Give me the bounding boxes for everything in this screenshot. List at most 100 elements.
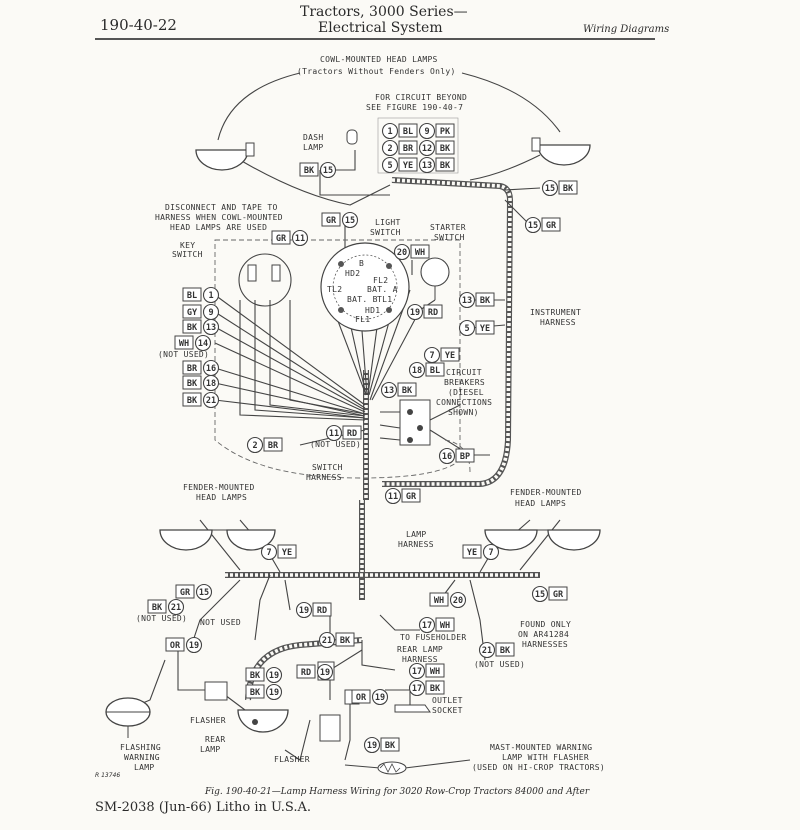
starter-switch-label-1: STARTER: [430, 223, 466, 232]
wire-color-code: BK: [430, 684, 441, 694]
flashing-lamp-label-1: FLASHING: [120, 743, 161, 752]
wire-number: 2: [387, 144, 392, 154]
wire-number: 11: [329, 429, 339, 439]
starter-switch-label-2: SWITCH: [434, 233, 465, 242]
rear-lamp-label-1: REAR: [205, 735, 225, 744]
light-switch-label-1: LIGHT: [375, 218, 401, 227]
wire-number: 19: [269, 671, 279, 681]
wire-number: 15: [528, 221, 538, 231]
wire-color-code: GR: [546, 221, 557, 231]
wire-number: 7: [488, 548, 493, 558]
rear-lamp-label-2: LAMP: [200, 745, 220, 754]
key-switch: [238, 253, 292, 307]
wire-color-code: YE: [282, 548, 292, 558]
fender-lamps-left: [159, 529, 276, 551]
wire-tag: BK 13: [182, 318, 220, 336]
wire-tag: YE7: [260, 543, 297, 561]
legend-entry: BL1: [381, 122, 418, 140]
wire-tag: GR 15: [524, 216, 561, 234]
wire-color-code: BK: [250, 688, 261, 698]
not-used-label-b: (NOT USED): [310, 440, 361, 449]
figure-caption: Fig. 190-40-21—Lamp Harness Wiring for 3…: [205, 787, 590, 797]
disconnect-label-1: DISCONNECT AND TAPE TO: [165, 203, 278, 212]
wire-number: 17: [422, 621, 432, 631]
wire-color-code: GR: [406, 492, 417, 502]
wire-color-code: BK: [187, 323, 198, 333]
wire-color-code: GR: [180, 588, 191, 598]
wire-color-code: WH: [415, 248, 425, 258]
wire-tag: RD 19: [406, 303, 443, 321]
dash-lamp-label-1: DASH: [303, 133, 323, 142]
found-only-label-3: HARNESSES: [522, 640, 568, 649]
wire-tag: YE7: [423, 346, 460, 364]
wire-color-code: RD: [428, 308, 438, 318]
not-used-label-e: NOT USED: [200, 618, 241, 627]
ls-terminal-batb: BAT. B: [347, 295, 378, 304]
wire-number: 13: [206, 323, 216, 333]
wire-number: 5: [387, 161, 392, 171]
circuit-breakers-label-1: CIRCUIT: [446, 368, 482, 377]
legend-entry: BR2: [381, 139, 418, 157]
mast-warning-lamp: [377, 761, 407, 775]
wire-color-code: GR: [553, 590, 564, 600]
ls-terminal-fl1: FL1: [355, 315, 370, 324]
wire-color-code: OR: [356, 693, 367, 703]
flasher-rear-label: FLASHER: [274, 755, 310, 764]
flasher-rear: [319, 714, 341, 742]
wire-number: 1: [387, 127, 392, 137]
subsystem-title: Electrical System: [318, 20, 443, 36]
wire-number: 21: [482, 646, 492, 656]
found-only-label-1: FOUND ONLY: [520, 620, 571, 629]
dash-lamp: [346, 129, 358, 145]
light-switch-label-2: SWITCH: [370, 228, 401, 237]
mast-lamp-label-2: LAMP WITH FLASHER: [502, 753, 589, 762]
wire-number: 19: [410, 308, 420, 318]
circuit-breakers-label-4: CONNECTIONS: [436, 398, 492, 407]
wire-number: 11: [388, 492, 398, 502]
wire-color-code: BL: [187, 291, 197, 301]
mast-lamp-label-3: (USED ON HI-CROP TRACTORS): [472, 763, 605, 772]
wire-number: 13: [462, 296, 472, 306]
page-number: 190-40-22: [100, 16, 177, 34]
wire-tag: BR2: [246, 436, 283, 454]
wire-color-code: BK: [187, 379, 198, 389]
wire-number: 16: [442, 452, 452, 462]
key-switch-label-2: SWITCH: [172, 250, 203, 259]
wire-number: 7: [429, 351, 434, 361]
wire-color-code: BR: [187, 364, 198, 374]
wire-color-code: BR: [268, 441, 279, 451]
circuit-breakers: [399, 399, 431, 446]
wire-color-code: BK: [250, 671, 261, 681]
wire-color-code: WH: [440, 621, 450, 631]
wire-color-code: YE: [403, 161, 413, 171]
outlet-socket-label-2: SOCKET: [432, 706, 463, 715]
wire-color-code: BK: [304, 166, 315, 176]
outlet-socket-label-1: OUTLET: [432, 696, 463, 705]
ls-terminal-b: B: [359, 259, 364, 268]
not-used-label-c: (NOT USED): [136, 614, 187, 623]
ls-terminal-tl1: TL1: [377, 295, 392, 304]
wire-number: 18: [412, 366, 422, 376]
mast-lamp-label-1: MAST-MOUNTED WARNING: [490, 743, 592, 752]
wire-tag: GR 11: [384, 487, 421, 505]
wire-color-code: WH: [430, 667, 440, 677]
not-used-label-a: (NOT USED): [158, 350, 209, 359]
header-rule: [95, 38, 655, 40]
